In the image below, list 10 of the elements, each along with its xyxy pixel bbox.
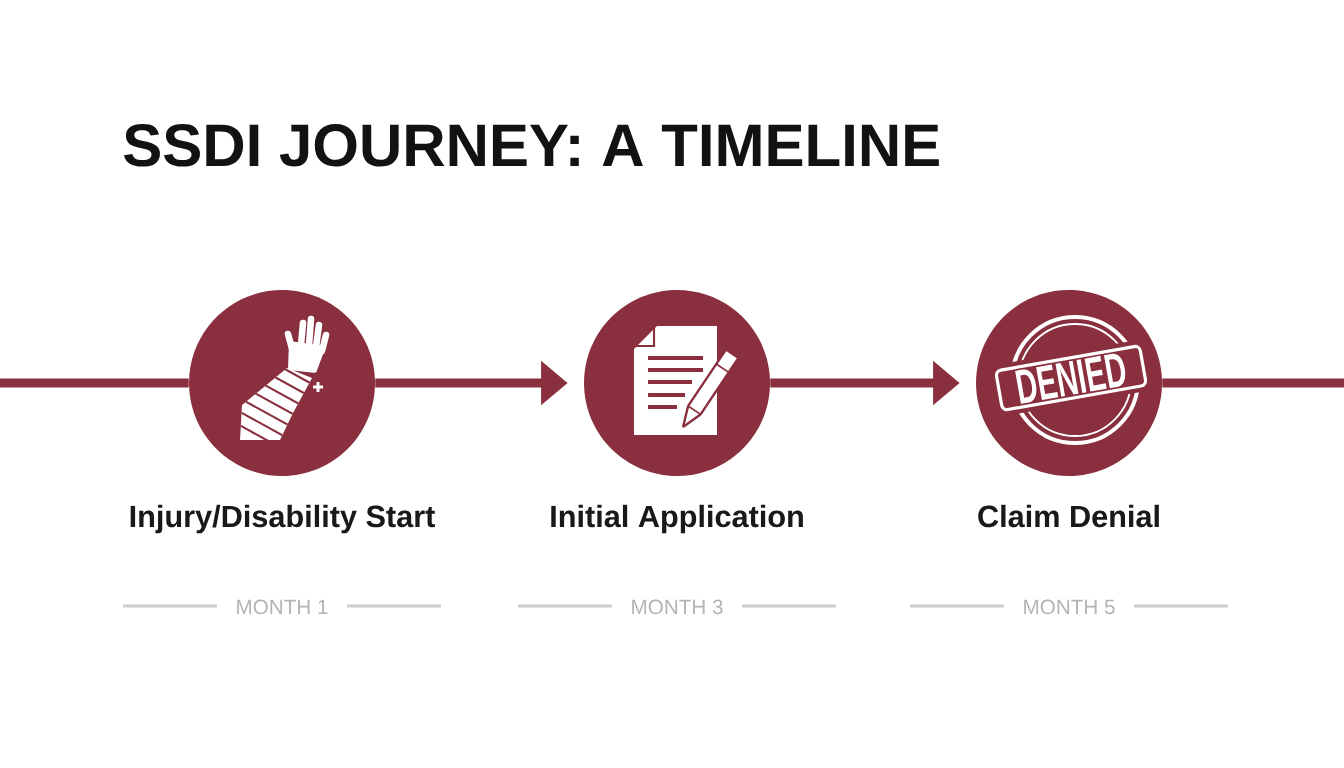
step-title: Injury/Disability Start bbox=[130, 504, 435, 534]
timeline-line bbox=[1162, 378, 1344, 388]
month-label: MONTH 3 bbox=[632, 599, 723, 615]
month-label: MONTH 1 bbox=[237, 599, 328, 615]
denied-stamp: DENIED bbox=[990, 315, 1152, 445]
step-title: Initial Application bbox=[551, 504, 803, 534]
step-title: Claim Denial bbox=[978, 504, 1159, 528]
month-label: MONTH 5 bbox=[1024, 599, 1115, 615]
timeline-line bbox=[0, 378, 189, 388]
title: SSDI JOURNEY: A TIMELINE bbox=[124, 124, 939, 167]
